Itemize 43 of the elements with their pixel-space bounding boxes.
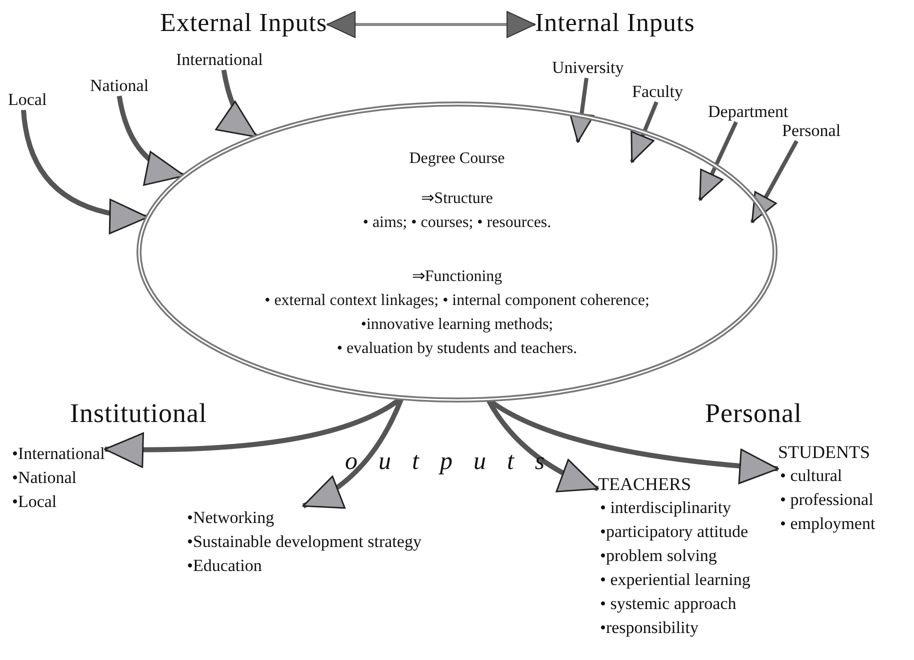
arrow <box>698 121 738 201</box>
arrow <box>216 70 258 139</box>
bullet-text: • evaluation by students and teachers. <box>336 340 578 358</box>
list-item: • professional <box>780 489 874 511</box>
arrow <box>568 78 594 143</box>
bullet-text: • aims; • courses; • resources. <box>362 214 552 232</box>
arrow <box>630 101 658 163</box>
list-item: •Education <box>187 555 263 577</box>
arrow <box>750 140 798 224</box>
list-heading: STUDENTS <box>778 441 872 464</box>
list-item: • cultural <box>780 465 844 487</box>
list-item: •responsibility <box>600 617 700 639</box>
input-label: Local <box>8 90 47 110</box>
list-item: • systemic approach <box>600 593 738 615</box>
arrow <box>326 11 536 38</box>
input-label: Faculty <box>632 82 683 102</box>
list-heading: TEACHERS <box>598 473 692 496</box>
input-label: Department <box>708 102 788 122</box>
list-item: •International <box>12 443 105 465</box>
section-heading: ⇒Structure <box>421 189 493 208</box>
list-item: •Sustainable development strategy <box>187 531 422 553</box>
input-label: International <box>176 50 263 70</box>
arrow <box>116 96 186 184</box>
list-item: • interdisciplinarity <box>600 497 732 519</box>
input-label: Personal <box>782 121 841 141</box>
section-heading: Institutional <box>70 398 207 429</box>
list-item: • experiential learning <box>600 569 750 591</box>
arrow <box>21 110 149 233</box>
section-heading: ⇒Functioning <box>412 267 502 286</box>
list-item: • employment <box>780 513 876 535</box>
input-label: National <box>90 76 149 96</box>
ellipse-title: Degree Course <box>409 150 505 168</box>
list-item: •participatory attitude <box>600 521 750 543</box>
bullet-text: • external context linkages; • internal component coherence; <box>264 292 650 310</box>
list-item: •problem solving <box>600 545 718 567</box>
section-heading: Personal <box>705 398 802 429</box>
heading-text: Internal Inputs <box>535 8 695 38</box>
input-label: University <box>552 58 624 78</box>
list-item: •National <box>12 467 78 489</box>
list-item: •Networking <box>187 507 276 529</box>
bullet-text: •innovative learning methods; <box>360 316 554 334</box>
list-item: •Local <box>12 491 58 513</box>
heading-text: External Inputs <box>160 8 328 38</box>
